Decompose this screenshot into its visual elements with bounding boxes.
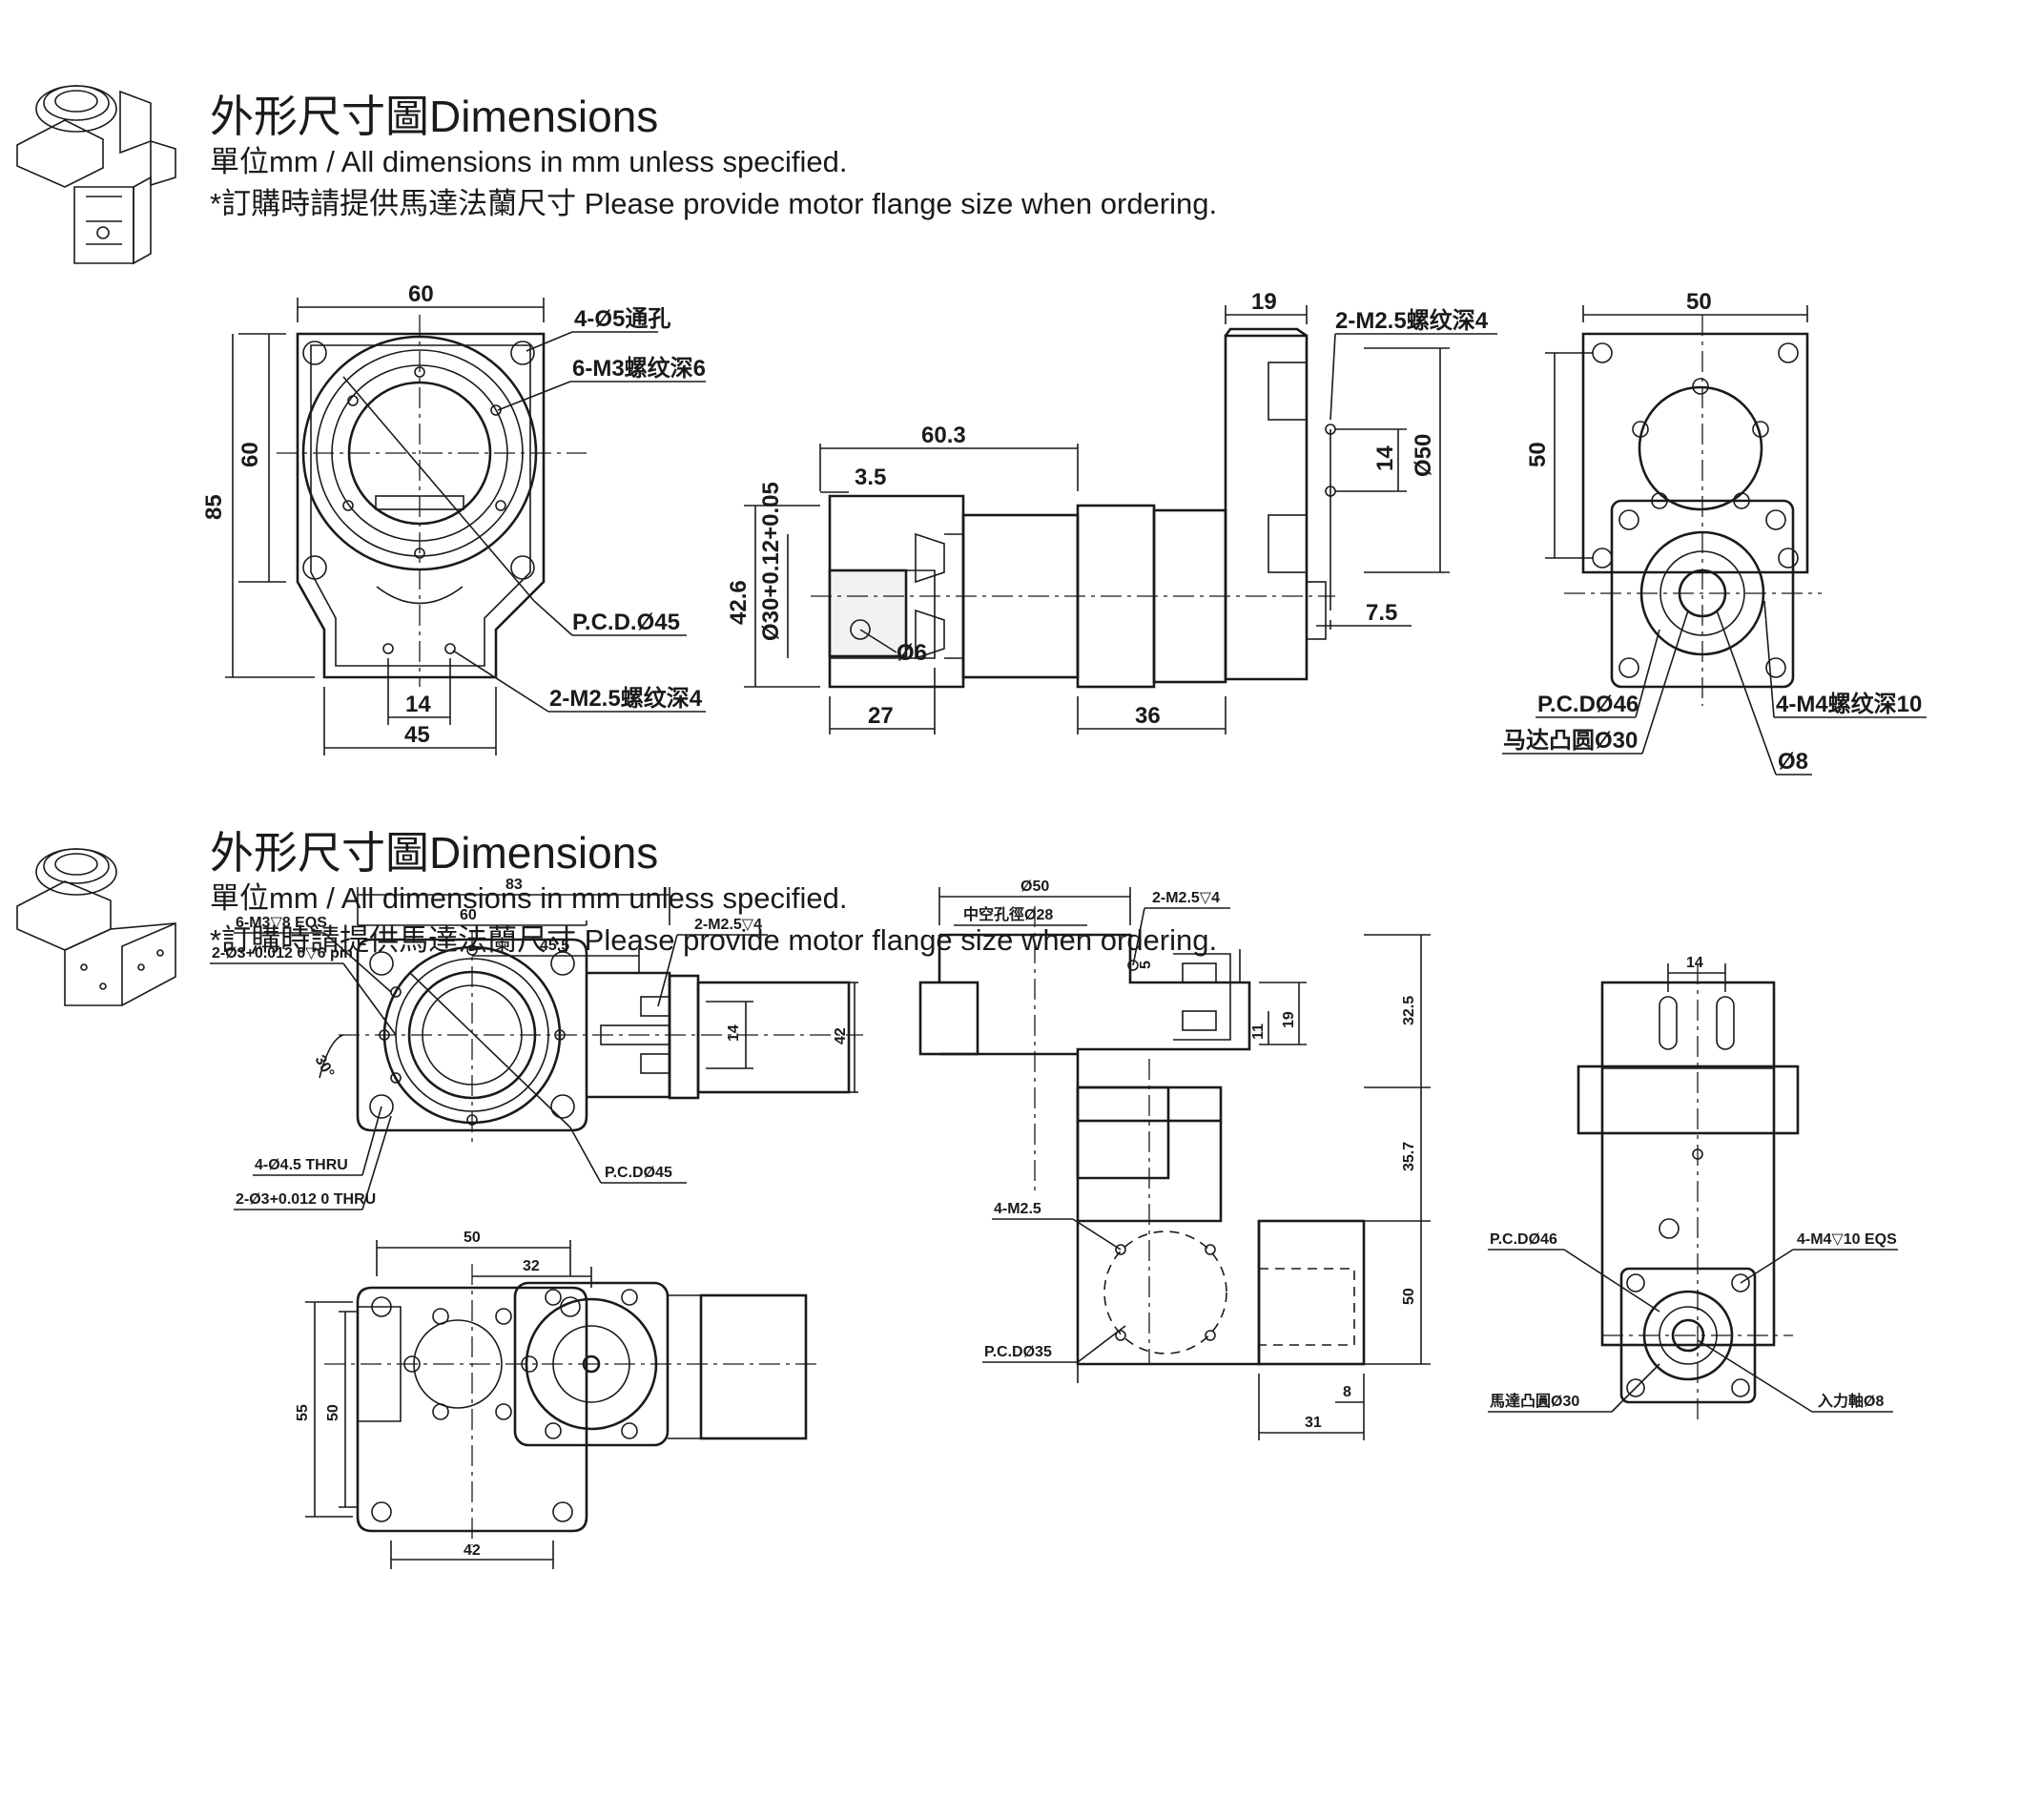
label-m25-b: 2-M2.5螺纹深4: [1335, 307, 1489, 334]
dim-7-5: 7.5: [1366, 600, 1397, 626]
dimension-drawing-1: 60 60 85 14 45 4-Ø5通孔 6-M3螺纹深6 P.C.D.Ø45…: [201, 281, 1927, 776]
dim-42-b: 42: [464, 1542, 481, 1559]
dim-36: 36: [1135, 703, 1161, 729]
label-motor-boss: 马达凸圆Ø30: [1503, 728, 1638, 754]
dim-35-7: 35.7: [1401, 1142, 1417, 1171]
dim-32: 32: [523, 1258, 540, 1274]
dim-14: 14: [405, 692, 431, 717]
order-note: *訂購時請提供馬達法蘭尺寸 Please provide motor flang…: [210, 187, 1218, 220]
section-title: 外形尺寸圖Dimensions: [210, 92, 659, 141]
label-boss30: 馬達凸圓Ø30: [1490, 1392, 1579, 1410]
bottom-view: 50 32 55 50 42: [295, 1230, 820, 1569]
dim-60-3: 60.3: [921, 423, 966, 448]
dim-50-left: 50: [325, 1404, 341, 1421]
header-block-2: 外形尺寸圖Dimensions 單位mm / All dimensions in…: [210, 828, 1217, 962]
side-view-2: Ø50 中空孔徑Ø28 2-M2.5▽4 5 11 19 32.5 35.7 5…: [918, 879, 1431, 1440]
dim-30-tol: Ø30+0.12+0.05: [758, 482, 784, 641]
label-m25v4-b: 2-M2.5▽4: [1152, 890, 1220, 906]
gearbox-thumbnail-icon-2: [16, 848, 176, 1006]
dim-8: 8: [1343, 1384, 1351, 1400]
dim-50-r: 50: [1401, 1288, 1417, 1305]
gearbox-thumbnail-icon: [16, 85, 176, 265]
dim-31: 31: [1305, 1415, 1322, 1431]
section-title: 外形尺寸圖Dimensions: [210, 828, 659, 878]
label-d8: Ø8: [1778, 749, 1808, 775]
label-6-m3: 6-M3螺纹深6: [572, 355, 706, 382]
dim-50-top: 50: [464, 1230, 481, 1246]
dim-60-top: 60: [408, 281, 434, 307]
dim-45: 45: [404, 722, 430, 748]
label-m4eqs: 4-M4▽10 EQS: [1797, 1231, 1897, 1248]
dim-50-height: 50: [1525, 442, 1551, 467]
dim-42-t: 42: [833, 1027, 849, 1044]
dim-85: 85: [201, 494, 227, 520]
dimension-section-1: 外形尺寸圖Dimensions 單位mm / All dimensions in…: [0, 0, 2020, 792]
label-m3eqs: 6-M3▽8 EQS: [236, 915, 327, 931]
label-thru3: 2-Ø3+0.012 0 THRU: [236, 1191, 376, 1208]
unit-note: 單位mm / All dimensions in mm unless speci…: [210, 145, 848, 178]
label-m25: 4-M2.5: [994, 1201, 1041, 1217]
dim-3-5: 3.5: [855, 465, 886, 490]
dim-30deg: 30°: [312, 1053, 338, 1081]
header-block-1: 外形尺寸圖Dimensions 單位mm / All dimensions in…: [210, 92, 1217, 225]
label-pin: 2-Ø3+0.012 0▽6 pin: [212, 945, 353, 962]
label-4-holes: 4-Ø5通孔: [574, 306, 670, 332]
dim-11: 11: [1250, 1024, 1267, 1040]
dim-5: 5: [1138, 961, 1154, 969]
label-pcd35: P.C.DØ35: [984, 1344, 1052, 1360]
label-hollow: 中空孔徑Ø28: [963, 905, 1053, 923]
dim-42-6: 42.6: [726, 580, 752, 625]
dim-d50-s: Ø50: [1020, 879, 1049, 895]
label-pcd46-2: P.C.DØ46: [1490, 1231, 1557, 1248]
front-view: 60 60 85 14 45 4-Ø5通孔 6-M3螺纹深6 P.C.D.Ø45…: [201, 281, 706, 755]
unit-note: 單位mm / All dimensions in mm unless speci…: [210, 881, 848, 915]
dim-19-s: 19: [1281, 1011, 1297, 1028]
label-m4: 4-M4螺纹深10: [1776, 691, 1922, 717]
dim-45-5: 45.5: [540, 938, 569, 954]
dim-55: 55: [295, 1404, 311, 1421]
dimension-section-2: 外形尺寸圖Dimensions 單位mm / All dimensions in…: [0, 792, 2020, 1820]
label-pcd46: P.C.DØ46: [1537, 692, 1639, 717]
label-pcd45-2: P.C.DØ45: [605, 1165, 672, 1181]
dimension-drawing-2: 83 60 45.5 14 42 30° 6-M3▽8 EQS 2-Ø3+0.0…: [210, 877, 1898, 1569]
label-m25-a: 2-M2.5螺纹深4: [549, 685, 703, 712]
dim-83: 83: [505, 877, 523, 893]
dim-14-b: 14: [1372, 445, 1398, 471]
dim-14-t: 14: [726, 1024, 742, 1042]
dim-32-5: 32.5: [1401, 996, 1417, 1025]
side-view: 60.3 3.5 42.6 Ø30+0.12+0.05 Ø6 27 36 19 …: [726, 289, 1497, 734]
dim-27: 27: [868, 703, 894, 729]
label-pcd45: P.C.D.Ø45: [572, 610, 680, 635]
label-thru45: 4-Ø4.5 THRU: [255, 1157, 348, 1173]
dim-14-r: 14: [1686, 955, 1703, 971]
dim-60: 60: [460, 907, 477, 923]
label-shaft8: 入力軸Ø8: [1818, 1392, 1884, 1410]
dim-19: 19: [1251, 289, 1277, 315]
dim-d6: Ø6: [897, 640, 927, 666]
label-m25v4: 2-M2.5▽4: [694, 917, 762, 933]
rear-view: 50 50 P.C.DØ46 马达凸圆Ø30 4-M4螺纹深10 Ø8: [1502, 289, 1927, 776]
dim-d50: Ø50: [1411, 434, 1436, 477]
rear-view-2: 14 P.C.DØ46 4-M4▽10 EQS 馬達凸圓Ø30 入力軸Ø8: [1488, 955, 1898, 1421]
top-view: 83 60 45.5 14 42 30° 6-M3▽8 EQS 2-Ø3+0.0…: [210, 877, 863, 1210]
dim-60-side: 60: [237, 442, 263, 467]
dim-50-width: 50: [1686, 289, 1712, 315]
